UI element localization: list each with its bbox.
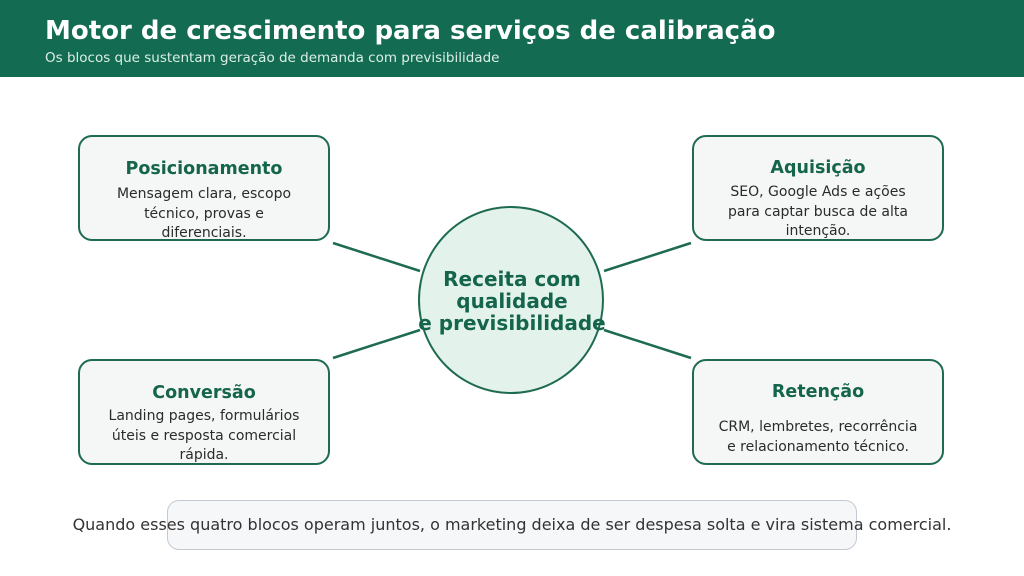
- block-title: Posicionamento: [125, 159, 283, 179]
- connector-posicionamento: [332, 241, 421, 273]
- block-description: Landing pages, formulários úteis e respo…: [108, 408, 300, 463]
- block-title: Aquisição: [770, 158, 866, 178]
- block-title: Retenção: [771, 382, 865, 402]
- page-title: Motor de crescimento para serviços de ca…: [45, 16, 776, 46]
- block-posicionamento: Posicionamento Mensagem clara, escopo té…: [78, 135, 330, 241]
- connector-conversao: [332, 328, 421, 360]
- title-banner: Motor de crescimento para serviços de ca…: [0, 0, 1024, 77]
- center-line-3: e previsibilidade: [418, 311, 606, 335]
- block-description: SEO, Google Ads e ações para captar busc…: [728, 184, 908, 239]
- block-retencao: Retenção CRM, lembretes, recorrência e r…: [692, 359, 944, 465]
- block-description: CRM, lembretes, recorrência e relacionam…: [718, 419, 918, 455]
- connector-retencao: [603, 328, 692, 360]
- center-label: Receita com qualidade e previsibilidade: [395, 268, 629, 334]
- footer-note: Quando esses quatro blocos operam juntos…: [72, 515, 952, 534]
- block-title: Conversão: [152, 383, 256, 403]
- center-line-2: qualidade: [456, 289, 568, 313]
- block-conversao: Conversão Landing pages, formulários úte…: [78, 359, 330, 465]
- block-aquisicao: Aquisição SEO, Google Ads e ações para c…: [692, 135, 944, 241]
- footer-note-box: [167, 500, 857, 550]
- block-description: Mensagem clara, escopo técnico, provas e…: [116, 186, 292, 241]
- connector-aquisicao: [603, 241, 692, 273]
- center-line-1: Receita com: [443, 267, 581, 291]
- page-subtitle: Os blocos que sustentam geração de deman…: [45, 50, 500, 66]
- center-node: [418, 206, 604, 394]
